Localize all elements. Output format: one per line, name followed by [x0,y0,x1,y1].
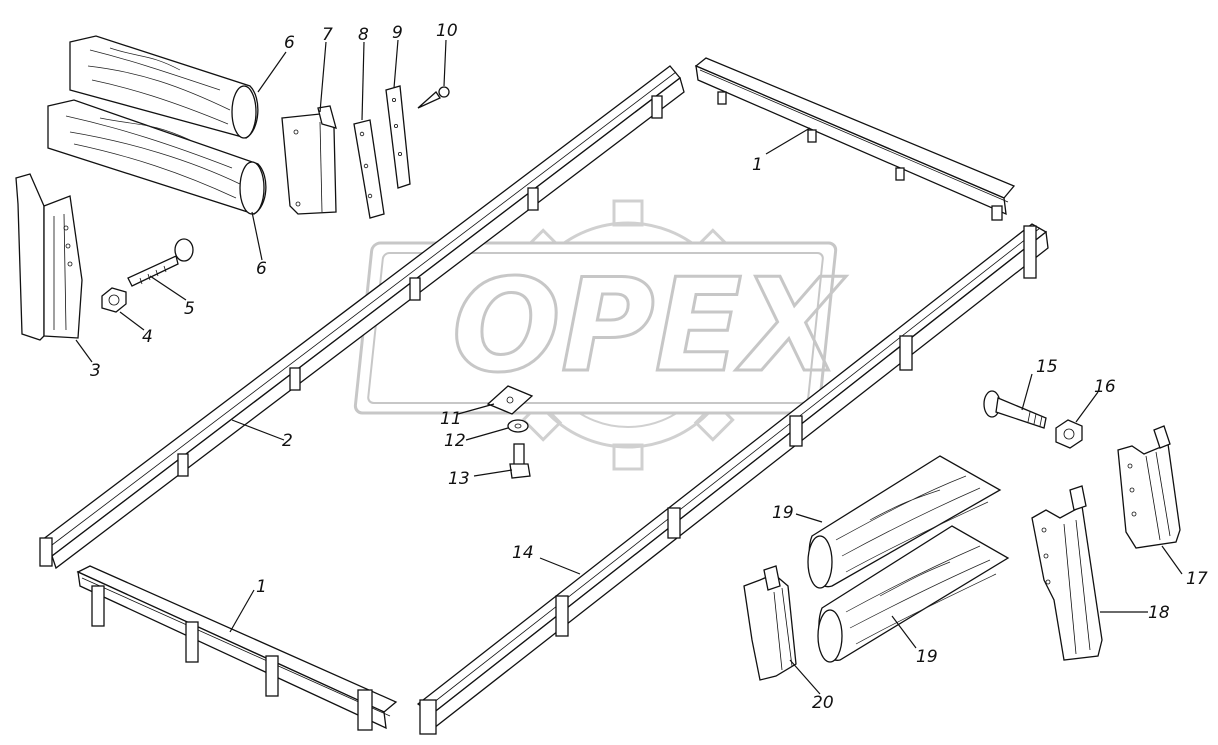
part-6-wooden-beam-upper [69,35,259,139]
part-7-channel-bracket [281,105,337,215]
part-2-left-side-rail [39,65,685,570]
part-10-screw [417,86,450,109]
callout-7: 7 [322,25,333,45]
callout-12: 12 [444,431,466,451]
callout-19-upper: 19 [772,503,794,523]
part-4-nut [101,287,127,313]
callout-20: 20 [812,693,834,713]
callout-18: 18 [1148,603,1170,623]
part-15-bolt [983,390,1047,429]
part-18-stake-bracket [1031,485,1103,661]
callout-6-top: 6 [284,33,295,53]
watermark-text: OPEX [452,252,846,401]
part-17-stake-bracket [1117,425,1181,549]
callout-5: 5 [184,299,195,319]
callout-10: 10 [436,21,458,41]
part-12-washer [507,419,529,433]
part-1-rear-board-bottom [76,565,398,731]
watermark-inner-frame [367,252,824,404]
callout-1-bottom: 1 [256,577,267,597]
part-8-plate [353,119,385,219]
callout-9: 9 [392,23,403,43]
part-6-wooden-beam-lower [47,99,267,215]
callout-13: 13 [448,469,470,489]
callout-1-top: 1 [752,155,763,175]
part-13-bolt [509,443,531,479]
callout-labels: 1 1 2 3 4 5 6 6 7 8 9 10 11 12 13 14 15 … [90,21,1208,713]
callout-15: 15 [1036,357,1058,377]
part-3-stake-bracket [15,173,83,341]
callout-14: 14 [512,543,534,563]
part-20-bracket [743,565,797,681]
callout-8: 8 [358,25,369,45]
part-11-plate [486,385,534,415]
leader-lines [75,39,1183,695]
opex-watermark-logo: OPEX [353,199,848,471]
callout-4: 4 [142,327,153,347]
part-14-right-side-rail [416,223,1049,735]
callout-19-lower: 19 [916,647,938,667]
part-5-bolt [127,238,194,287]
part-19-wooden-beam-lower [817,525,1010,663]
callout-2: 2 [282,431,293,451]
callout-3: 3 [90,361,101,381]
part-19-wooden-beam-upper [807,455,1002,589]
part-16-nut [1055,419,1083,449]
part-1-front-board-top [694,57,1016,221]
callout-6-bottom: 6 [256,259,267,279]
part-9-plate [385,85,411,189]
callout-11: 11 [440,409,462,429]
callout-17: 17 [1186,569,1208,589]
callout-16: 16 [1094,377,1116,397]
